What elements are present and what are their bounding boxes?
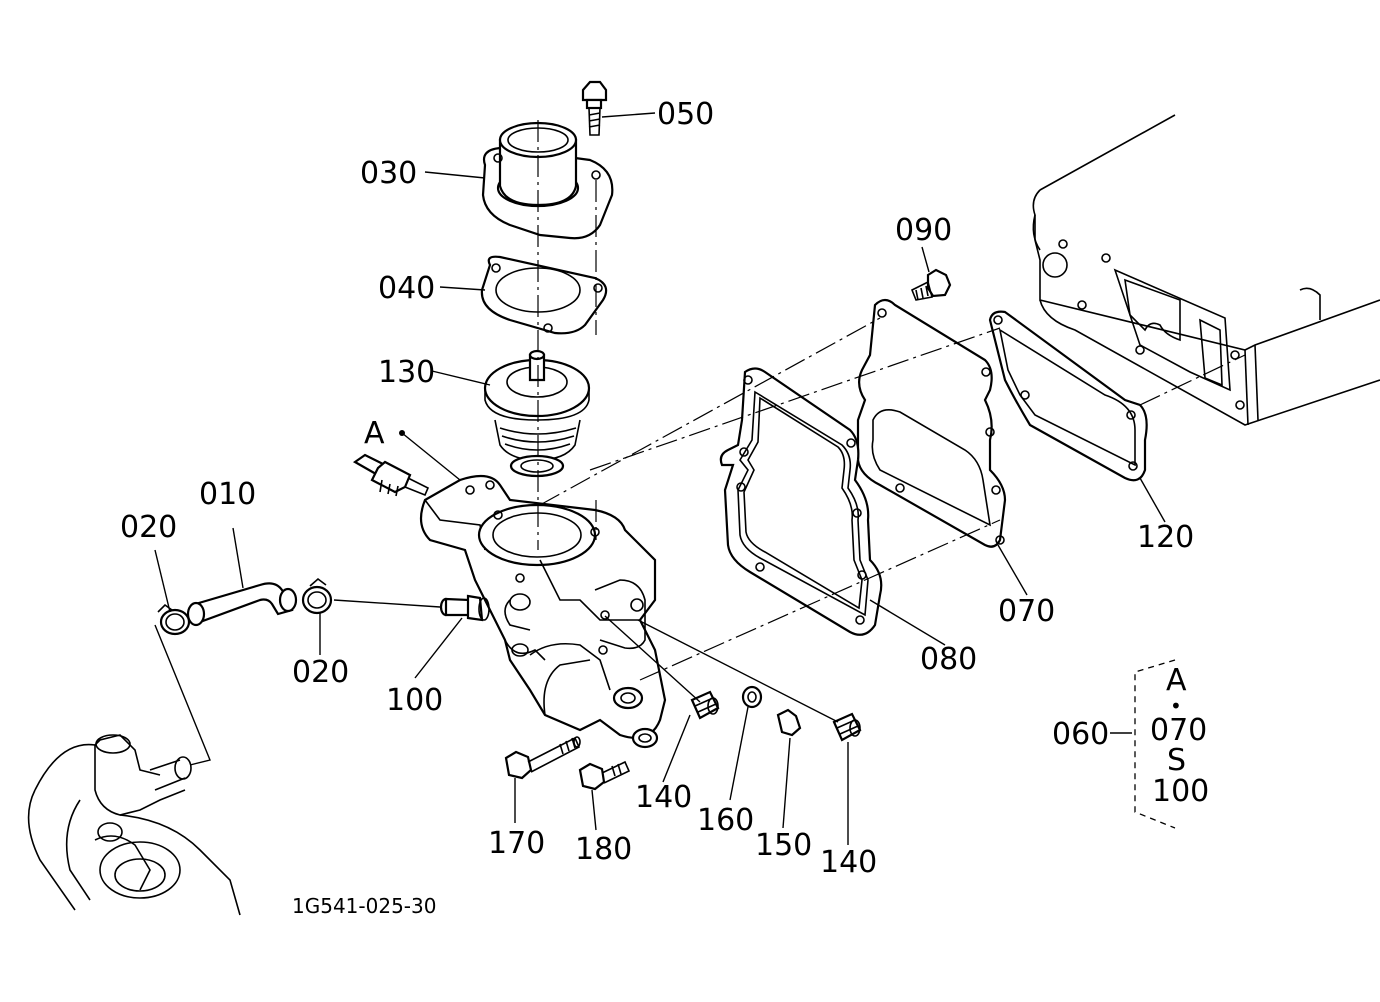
kit-bracket-060	[1134, 659, 1176, 829]
clamp-020-left	[157, 603, 191, 636]
callout-080: 080	[920, 642, 977, 677]
callout-140-right: 140	[820, 845, 877, 880]
bolt-050	[581, 80, 608, 136]
callout-130: 130	[378, 355, 435, 390]
gasket-080	[719, 367, 883, 636]
callout-120: 120	[1137, 520, 1194, 555]
callout-010: 010	[199, 477, 256, 512]
callout-020-bottom: 020	[292, 655, 349, 690]
callout-040: 040	[378, 271, 435, 306]
temperature-sensor	[352, 453, 430, 497]
plug-150	[776, 708, 802, 737]
callout-070: 070	[998, 594, 1055, 629]
callout-150: 150	[755, 828, 812, 863]
callout-050: 050	[657, 97, 714, 132]
kit-legend-to: 100	[1152, 774, 1209, 809]
plug-140-right	[832, 712, 862, 742]
callout-180: 180	[575, 832, 632, 867]
callout-140-left: 140	[635, 780, 692, 815]
water-pump-outline	[27, 734, 241, 916]
gasket-070	[856, 298, 1007, 548]
bolt-170	[504, 736, 581, 780]
gasket-120	[988, 310, 1148, 482]
thermostat-housing	[419, 474, 667, 749]
kit-legend-range-mark: S	[1167, 743, 1186, 778]
callout-ref-a: A	[364, 416, 385, 451]
callout-170: 170	[488, 826, 545, 861]
bolt-090	[910, 268, 952, 301]
kit-legend-ref: A	[1166, 663, 1187, 698]
kit-legend-dot: •	[1170, 694, 1182, 718]
washer-160	[741, 685, 763, 709]
callout-090: 090	[895, 213, 952, 248]
kit-legend-from: 070	[1150, 713, 1207, 748]
callout-030: 030	[360, 156, 417, 191]
clamp-020-right	[301, 577, 333, 615]
engine-block-outline	[1032, 114, 1380, 426]
hose-010	[186, 582, 298, 627]
thermostat-130	[483, 349, 591, 478]
bolt-180	[578, 760, 631, 791]
callout-100: 100	[386, 683, 443, 718]
callout-160: 160	[697, 803, 754, 838]
callout-020-top: 020	[120, 510, 177, 545]
callout-060: 060	[1052, 717, 1109, 752]
thermostat-cover-030	[481, 121, 614, 240]
plug-140-left	[690, 690, 720, 720]
pipe-100	[439, 594, 490, 622]
drawing-number: 1G541-025-30	[292, 894, 436, 918]
gasket-040	[480, 255, 608, 335]
